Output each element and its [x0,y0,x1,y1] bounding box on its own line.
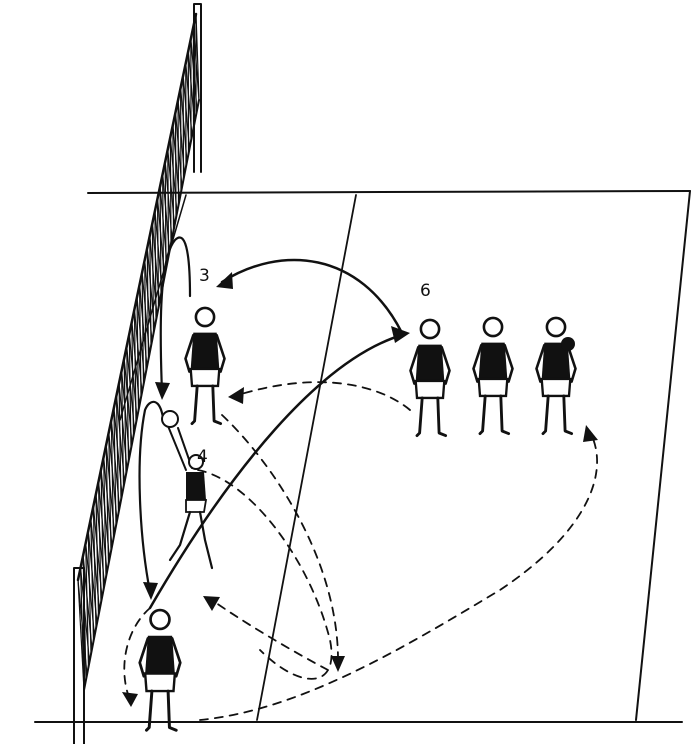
arrowhead-dash-3 [228,387,244,404]
net-cord [126,346,136,431]
net-mesh [77,13,200,691]
net-cord [105,444,116,534]
net-cord [167,149,176,226]
net-cord [136,296,146,380]
net-cord [174,112,183,188]
net-cord [85,543,96,637]
net-cord [133,309,143,393]
net-cord [190,38,198,111]
player-3 [184,306,226,426]
pass-6-to-3 [220,258,404,335]
net-cord [177,100,186,175]
ball-held [561,337,575,351]
net-cord [159,186,168,265]
net-cord [115,395,126,483]
net-cord [164,161,173,239]
net-cord [113,407,123,496]
arrowhead-dash-long [583,425,598,442]
net-cord [172,124,181,201]
dashed-return [211,599,329,671]
net-cord [156,198,166,278]
net [73,3,202,744]
net-cord [128,333,138,419]
dashed-long-arc [199,431,598,721]
net-cord [82,555,93,650]
player-near-net [138,608,182,732]
net-cord [97,481,108,573]
player-right-back [535,316,577,436]
net-cord [187,50,196,124]
label-player-6: 6 [420,281,431,301]
dashed-arrowheads [122,387,598,707]
court-right-sideline [635,190,691,721]
arrowhead-dash-down [331,656,345,672]
pass-near-to-6 [148,333,404,610]
net-cord [149,235,158,316]
player-labels: 3 6 4 [197,266,431,467]
arrowhead-at-3 [216,272,233,289]
net-cord [108,432,118,521]
ball-paths [148,258,410,610]
net-cord [169,136,178,213]
players [138,306,577,732]
net-cord [154,210,163,290]
net-cord [110,419,121,508]
net-cord [180,87,188,162]
arrowhead-dash-near [122,692,138,707]
dashed-near-loop [123,607,151,701]
net-cord [121,370,131,457]
dashed-paths [123,381,598,721]
run-4-loop [138,400,165,594]
player-runs [138,236,192,600]
net-cord [100,469,111,560]
player-middle-back [472,316,514,436]
net-cord [185,63,193,136]
label-player-3: 3 [199,266,210,286]
net-cord [162,173,171,252]
arrowhead-run-4 [143,582,158,600]
court-attack-line [256,194,357,721]
player-4 [161,410,214,570]
court-far-edge [87,190,691,194]
net-cord [79,567,91,662]
net-cord [118,383,128,470]
net-cord [131,321,141,406]
net-cord [92,506,103,598]
net-cord [103,456,113,547]
run-3-loop [159,236,192,394]
court [87,190,691,721]
net-cord [77,579,85,691]
net-cord [146,247,156,329]
arrowhead-dash-return [203,596,220,611]
ball-raised [161,410,179,428]
net-cord [138,284,148,367]
player-6 [409,318,451,438]
net-cord [144,260,153,342]
label-player-4: 4 [197,447,208,467]
net-cord [87,530,98,624]
arrowhead-at-6 [391,326,410,343]
net-cord [182,75,191,149]
dashed-4-loop [197,469,333,680]
arrowhead-run-3 [155,382,170,400]
net-cord [90,518,101,611]
dashed-3-down [221,414,339,666]
net-cord [151,223,161,303]
net-cord [77,579,88,675]
net-cord [141,272,151,355]
net-cord [95,493,106,585]
dashed-6-to-3 [237,381,411,411]
net-cord [192,26,200,101]
net-cord [123,358,133,444]
